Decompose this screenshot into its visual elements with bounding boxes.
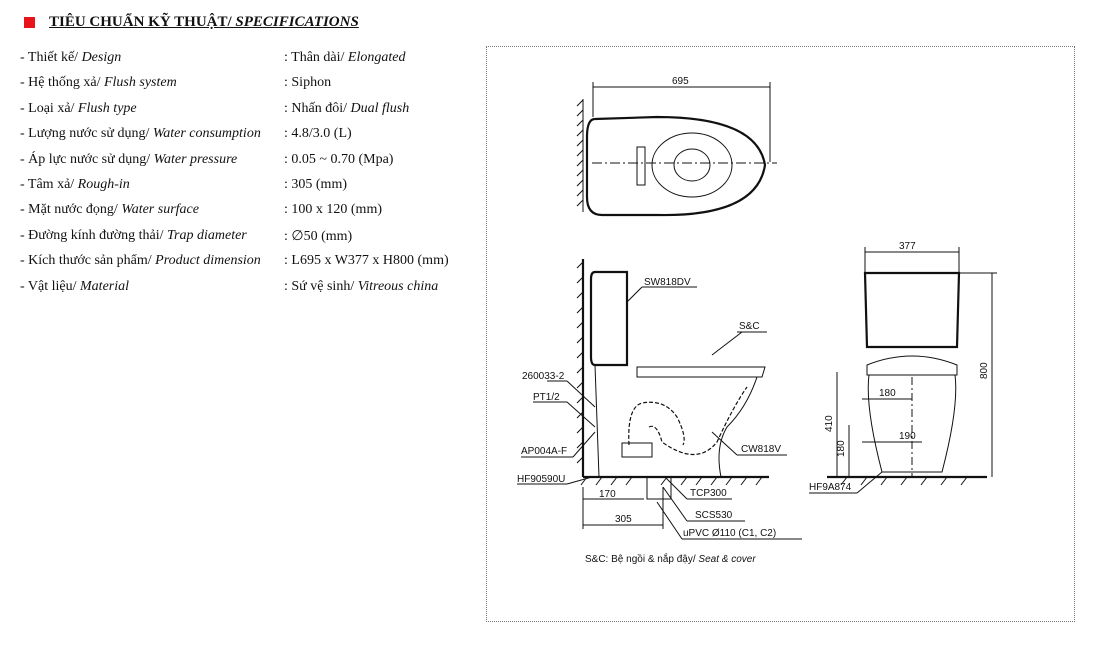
spec-label: - Thiết kế/ Design <box>20 50 122 65</box>
spec-label: - Áp lực nước sử dụng/ Water pressure <box>20 151 238 167</box>
dim-190: 190 <box>899 431 916 442</box>
spec-value: : 4.8/3.0 (L) <box>284 126 352 142</box>
spec-value: : 305 (mm) <box>284 177 347 192</box>
spec-value: : ∅50 (mm) <box>284 228 353 244</box>
spec-label: - Mặt nước đọng/ Water surface <box>20 202 199 218</box>
dim-length-695: 695 <box>672 76 689 87</box>
label-tcp300: TCP300 <box>690 488 727 499</box>
spec-value: : Siphon <box>284 75 332 91</box>
spec-label: - Tâm xả/ Rough-in <box>20 177 130 192</box>
spec-label: - Đường kính đường thải/ Trap diameter <box>20 227 247 243</box>
label-scs530: SCS530 <box>695 510 733 521</box>
label-hf9a874: HF9A874 <box>809 482 852 493</box>
title-vi: TIÊU CHUẨN KỸ THUẬT/ <box>49 14 236 30</box>
label-cw818v: CW818V <box>741 444 781 455</box>
side-view: 260033-2 PT1/2 AP004A-F HF90590U SW818DV… <box>517 259 802 565</box>
dim-305: 305 <box>615 514 632 525</box>
technical-drawing-panel: 695 260033-2 PT1/2 AP004A-F HF90590U SW8… <box>486 46 1075 622</box>
spec-label: - Vật liệu/ Material <box>20 278 130 294</box>
dim-180-top: 180 <box>879 388 896 399</box>
dim-height-800: 800 <box>979 362 990 379</box>
spec-label: - Hệ thống xả/ Flush system <box>20 75 177 91</box>
spec-value: : Nhấn đôi/ Dual flush <box>284 100 410 116</box>
label-260033-2: 260033-2 <box>522 371 565 382</box>
label-sw818dv: SW818DV <box>644 277 691 288</box>
spec-label: - Loại xả/ Flush type <box>20 100 137 116</box>
spec-value: : L695 x W377 x H800 (mm) <box>284 253 449 269</box>
title-en: SPECIFICATIONS <box>235 14 359 30</box>
label-seat-cover: S&C <box>739 321 760 332</box>
spec-label: - Kích thước sản phẩm/ Product dimension <box>20 253 261 269</box>
label-pt1-2: PT1/2 <box>533 392 560 403</box>
spec-value: : Thân dài/ Elongated <box>284 50 406 65</box>
seat-cover-caption: S&C: Bệ ngồi & nắp đậy/ Seat & cover <box>585 552 756 565</box>
top-view: 695 <box>576 76 777 217</box>
label-upvc-pipe: uPVC Ø110 (C1, C2) <box>683 528 776 539</box>
spec-label: - Lượng nước sử dụng/ Water consumption <box>20 126 261 142</box>
label-ap004a-f: AP004A-F <box>521 446 567 457</box>
spec-value: : 0.05 ~ 0.70 (Mpa) <box>284 151 394 167</box>
spec-value: : 100 x 120 (mm) <box>284 202 382 218</box>
section-title: TIÊU CHUẨN KỸ THUẬT/ SPECIFICATIONS <box>24 14 359 31</box>
dim-180-side: 180 <box>836 440 847 457</box>
red-square-bullet-icon <box>24 17 35 28</box>
spec-value: : Sứ vệ sinh/ Vitreous china <box>284 278 439 294</box>
front-view: 377 180 190 410 180 800 HF9A874 <box>809 241 997 494</box>
label-hf90590u: HF90590U <box>517 474 565 485</box>
dim-170: 170 <box>599 489 616 500</box>
dim-410: 410 <box>824 415 835 432</box>
dim-width-377: 377 <box>899 241 916 252</box>
technical-drawing: 695 260033-2 PT1/2 AP004A-F HF90590U SW8… <box>517 76 997 565</box>
